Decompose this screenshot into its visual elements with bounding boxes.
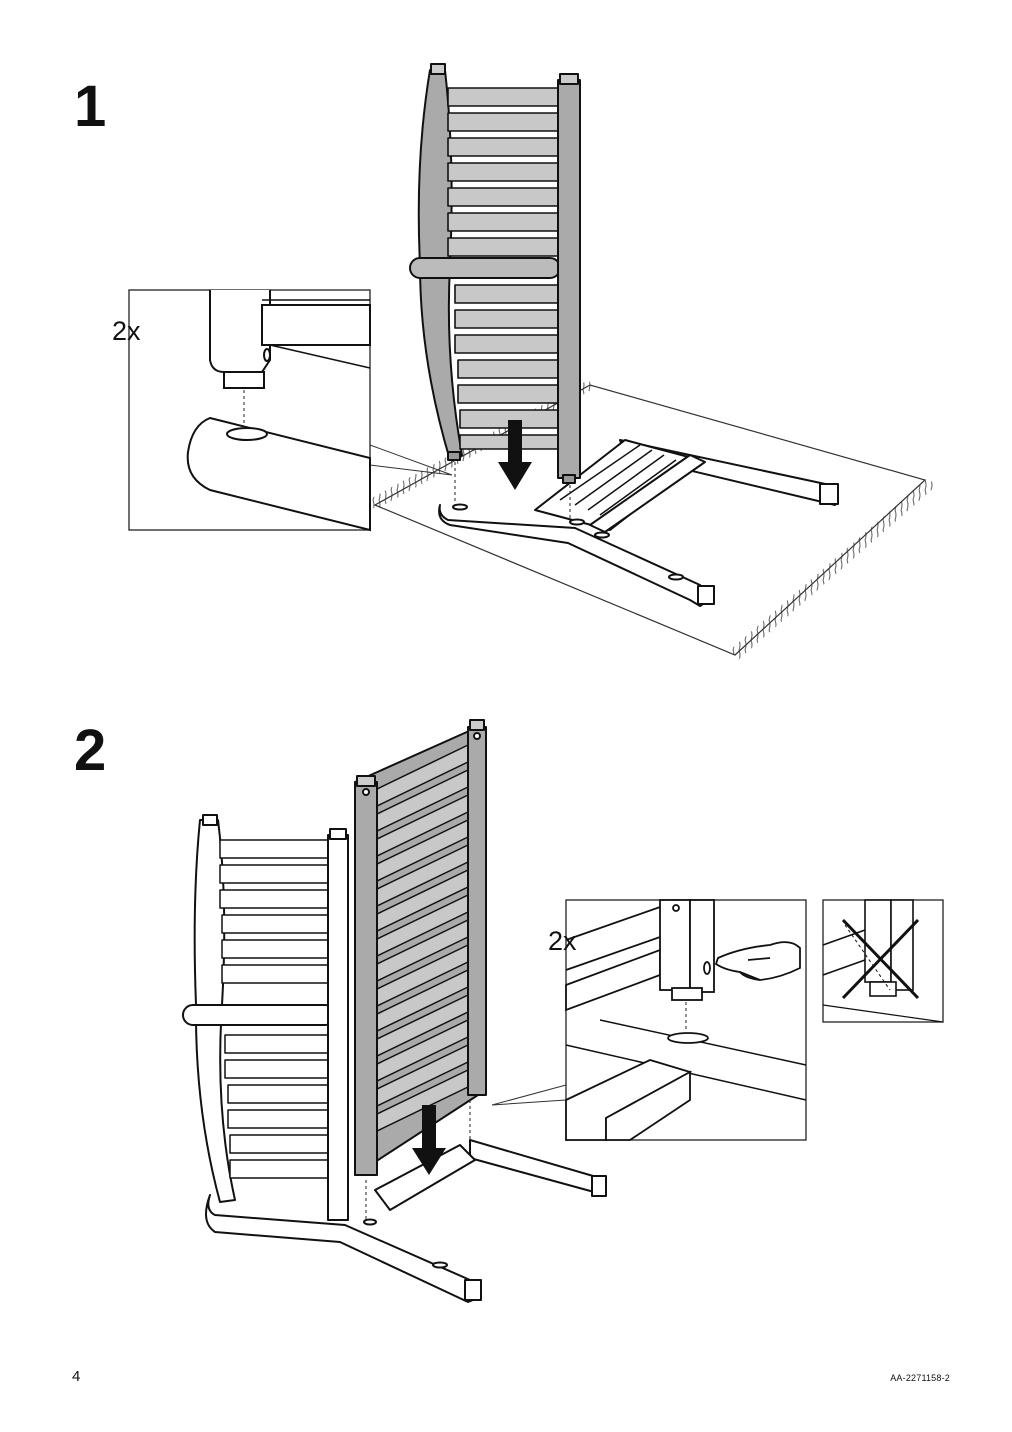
step2-chair-base [205, 1139, 607, 1303]
step-number-1: 1 [74, 74, 107, 139]
step2-quantity-label: 2x [548, 926, 577, 956]
step2-guide-lines [365, 1100, 471, 1222]
step1-quantity-label: 2x [112, 316, 141, 346]
step1-chair-base [438, 439, 839, 607]
step2-incorrect-example [822, 899, 944, 1023]
document-code: AA-2271158-2 [890, 1373, 950, 1383]
step1-down-arrow [498, 420, 532, 490]
step-number-2: 2 [74, 718, 107, 783]
step2-side-panel [354, 719, 487, 1176]
step1-detail-callout [128, 289, 453, 532]
step2-detail-callout [491, 899, 807, 1141]
step1-guide-lines [454, 462, 571, 520]
step2-down-arrow [412, 1105, 446, 1175]
step1-backrest [409, 63, 581, 484]
page-number: 4 [72, 1368, 81, 1385]
step2-backrest [182, 814, 349, 1221]
